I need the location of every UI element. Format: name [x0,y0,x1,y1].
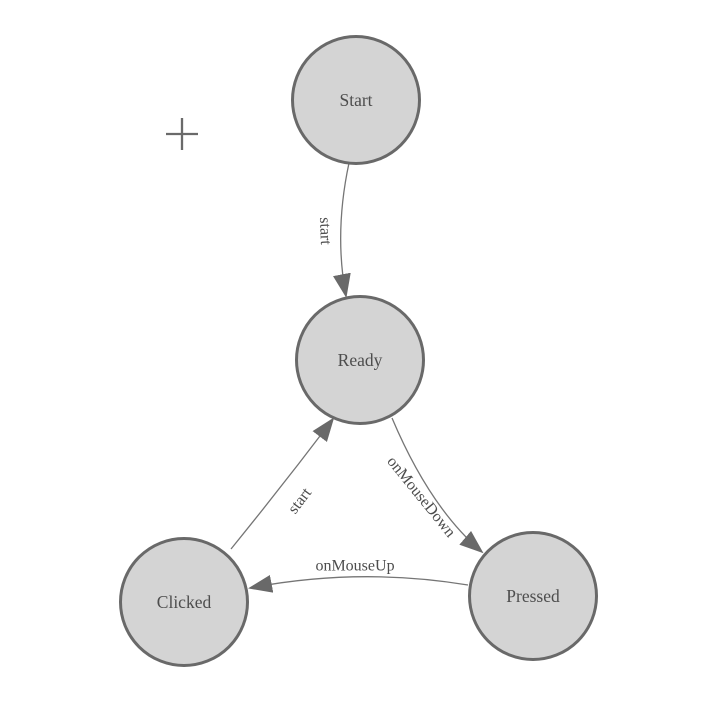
node-start[interactable]: Start [291,35,421,165]
edge-clicked-to-ready[interactable]: start [230,417,335,550]
edge-label-start-2: start [285,484,315,517]
edge-start-to-ready[interactable]: start [316,162,351,298]
edge-pressed-to-clicked[interactable]: onMouseUp [248,558,469,593]
node-label-pressed: Pressed [506,586,560,606]
node-pressed[interactable]: Pressed [468,531,598,661]
edge-label-start-1: start [316,217,334,246]
edge-label-onmousedown: onMouseDown [383,453,458,540]
node-label-ready: Ready [338,350,383,370]
node-clicked[interactable]: Clicked [119,537,249,667]
crosshair-icon [166,118,198,150]
edge-path[interactable] [333,162,351,298]
node-label-clicked: Clicked [157,592,212,612]
edge-path[interactable] [230,417,335,550]
node-circle[interactable] [468,531,598,661]
edge-ready-to-pressed[interactable]: onMouseDown [383,417,484,554]
edge-path[interactable] [391,417,484,554]
edge-label-onmouseup: onMouseUp [315,558,394,575]
node-circle[interactable] [119,537,249,667]
edge-path[interactable] [248,575,469,593]
node-ready[interactable]: Ready [295,295,425,425]
node-circle[interactable] [295,295,425,425]
node-circle[interactable] [291,35,421,165]
node-label-start: Start [339,90,372,110]
